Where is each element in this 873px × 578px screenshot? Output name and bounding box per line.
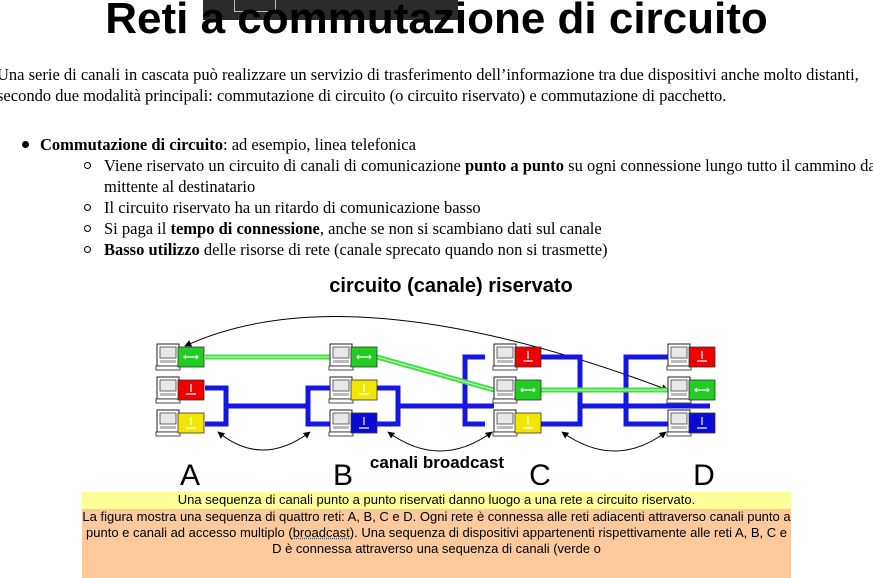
bullet-bold: Commutazione di circuito <box>40 135 223 154</box>
network-c-devices <box>493 344 517 436</box>
sub-item: Si paga il tempo di connessione, anche s… <box>40 218 873 239</box>
bullet-item: Commutazione di circuito: ad esempio, li… <box>20 134 873 260</box>
circuit-arrow <box>185 317 668 390</box>
network-diagram: circuito (canale) riservato <box>0 270 873 492</box>
bullet-list: Commutazione di circuito: ad esempio, li… <box>20 134 873 260</box>
sub-text: Viene riservato un circuito di canali di… <box>104 156 465 175</box>
sub-bold: tempo di connessione <box>170 219 319 238</box>
sub-item: Basso utilizzo delle risorse di rete (ca… <box>40 239 873 260</box>
sub-text: Si paga il <box>104 219 170 238</box>
sub-item: Il circuito riservato ha un ritardo di c… <box>40 197 873 218</box>
caption-yellow: Una sequenza di canali punto a punto ris… <box>82 492 791 509</box>
network-b-devices <box>329 344 353 436</box>
diagram-title: circuito (canale) riservato <box>329 275 572 297</box>
sub-item: Viene riservato un circuito di canali di… <box>40 155 873 197</box>
caption-orange: La figura mostra una sequenza di quattro… <box>82 509 791 578</box>
sub-text: delle risorse di rete (canale sprecato q… <box>200 240 608 259</box>
sub-text: , anche se non si scambiano dati sul can… <box>320 219 602 238</box>
page-title: Reti a commutazione di circuito <box>0 0 873 47</box>
label-a: A <box>180 459 200 492</box>
caption-text: ). Una sequenza di dispositivi appartene… <box>272 525 787 556</box>
sub-list: Viene riservato un circuito di canali di… <box>40 155 873 260</box>
broadcast-arrows <box>218 432 666 451</box>
sub-bold: punto a punto <box>465 156 564 175</box>
bullet-text: : ad esempio, linea telefonica <box>223 135 416 154</box>
network-a-devices <box>156 344 180 436</box>
label-c: C <box>529 459 551 492</box>
intro-paragraph: Una serie di canali in cascata può reali… <box>0 64 867 106</box>
sub-text: Il circuito riservato ha un ritardo di c… <box>104 198 481 217</box>
reserved-circuit <box>205 357 670 390</box>
network-d-devices <box>667 344 691 436</box>
sub-bold: Basso utilizzo <box>104 240 200 259</box>
caption-term: broadcast <box>293 525 350 540</box>
broadcast-label: canali broadcast <box>370 453 505 472</box>
label-d: D <box>693 459 715 492</box>
label-b: B <box>333 459 353 492</box>
